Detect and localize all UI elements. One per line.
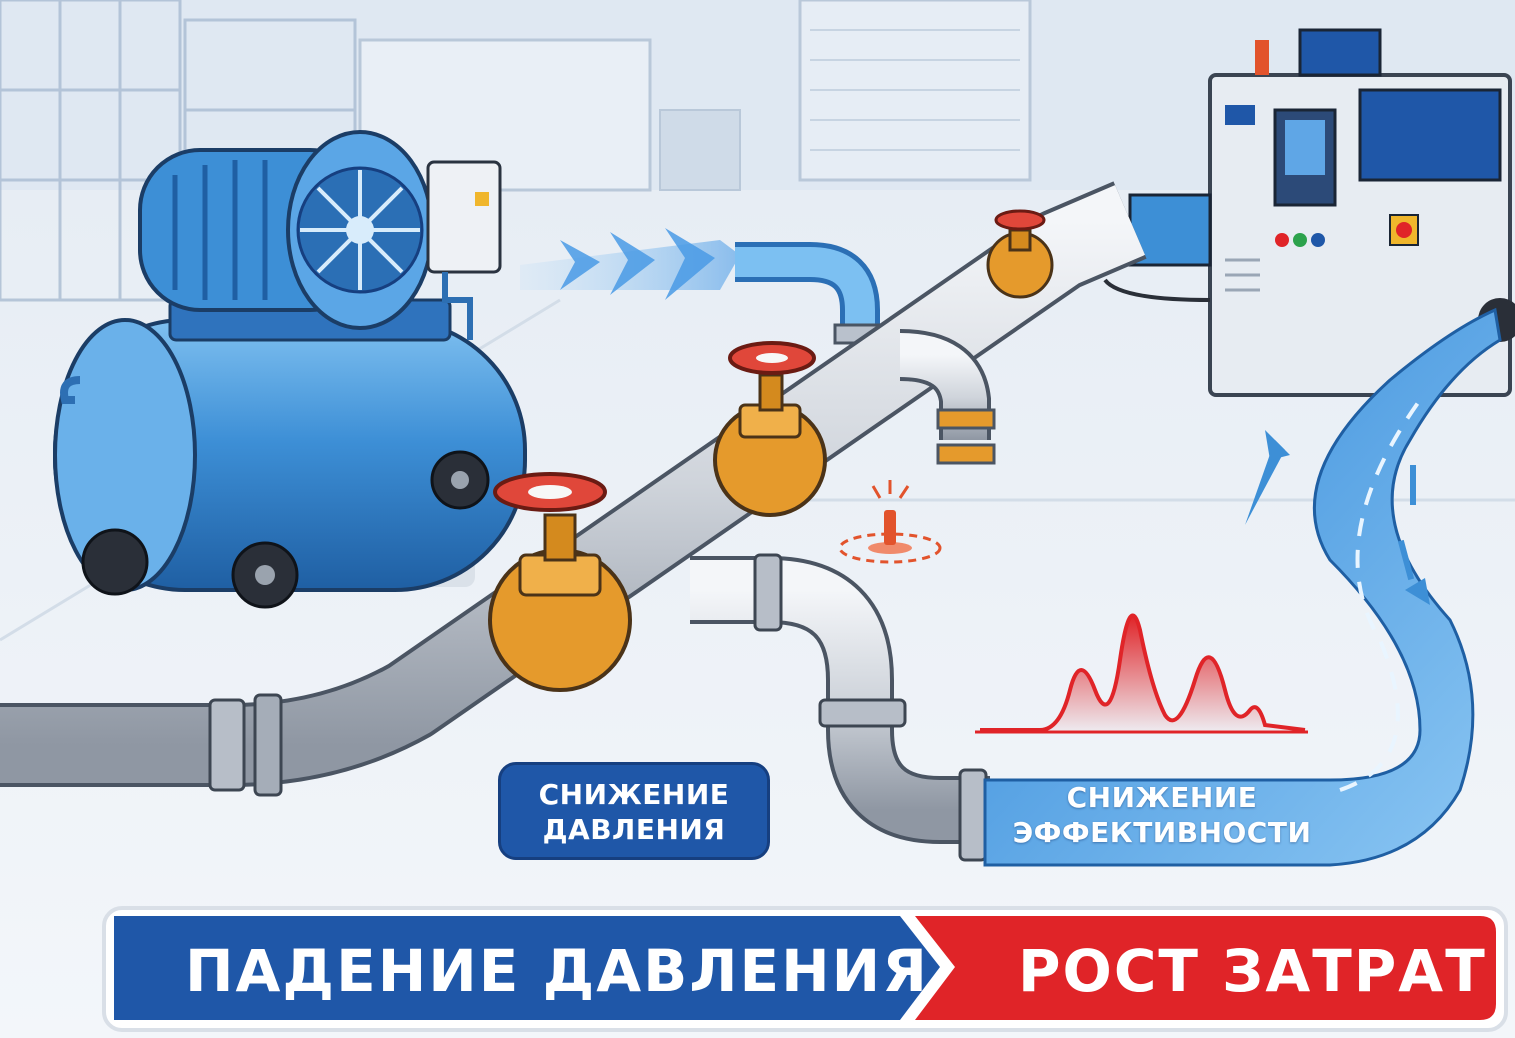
pressure-drop-label: СНИЖЕНИЕ ДАВЛЕНИЯ [498, 762, 770, 860]
efficiency-drop-label: СНИЖЕНИЕ ЭФФЕКТИВНОСТИ [1012, 781, 1312, 849]
pipeline-icon [0, 181, 1147, 862]
arrow-down-icon [1397, 465, 1430, 605]
valve-icon [488, 209, 1054, 692]
air-compressor-icon [53, 130, 527, 609]
cost-spike-icon [975, 613, 1308, 734]
arrow-up-icon [1245, 430, 1290, 525]
air-flow-icon [520, 228, 887, 345]
control-cabinet-icon [1103, 28, 1515, 397]
banner-cost-increase-text: РОСТ ЗАТРАТ [1018, 937, 1487, 1005]
leak-icon [838, 480, 942, 564]
efficiency-flow [983, 307, 1502, 867]
banner-pressure-drop-text: ПАДЕНИЕ ДАВЛЕНИЯ [185, 937, 929, 1005]
bottom-banner [102, 906, 1508, 1032]
